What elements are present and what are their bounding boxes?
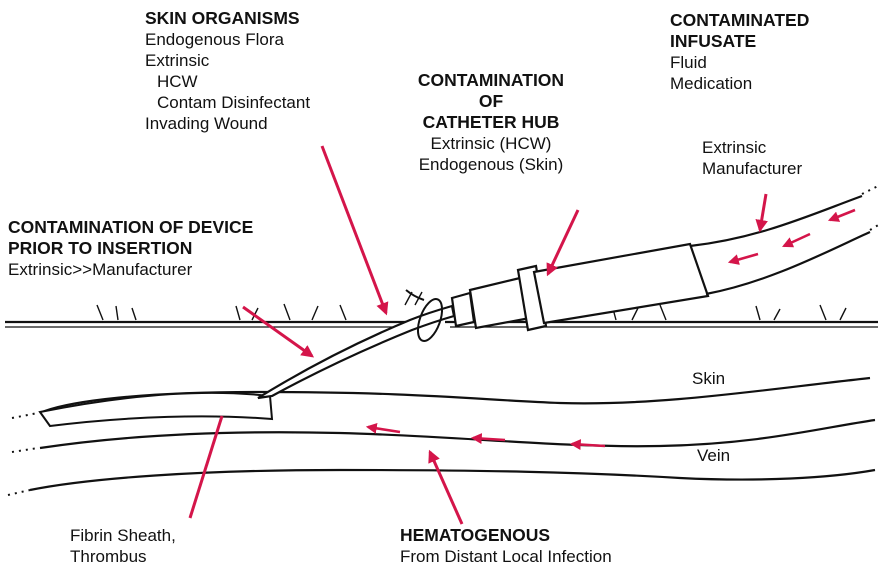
arrow-infusate — [760, 194, 766, 230]
hematogenous-label: HEMATOGENOUS From Distant Local Infectio… — [400, 525, 612, 567]
catheter-hub-heading: OF — [406, 91, 576, 112]
arrow-hematogenous — [430, 452, 462, 524]
infusate-source-line: Extrinsic — [702, 137, 802, 158]
device-contamination-line: Extrinsic>>Manufacturer — [8, 259, 253, 280]
skin-organisms-line: Extrinsic — [145, 50, 310, 71]
catheter-hub-heading: CATHETER HUB — [406, 112, 576, 133]
infusate-line: Medication — [670, 73, 809, 94]
catheter-hub-line: Endogenous (Skin) — [406, 154, 576, 175]
iv-tubing-dashes — [862, 186, 880, 230]
skin-label: Skin — [692, 368, 725, 389]
skin-organisms-line: Invading Wound — [145, 113, 310, 134]
infusate-heading: CONTAMINATED — [670, 10, 809, 31]
fibrin-sheath-label: Fibrin Sheath, Thrombus — [70, 525, 176, 567]
arrow-device — [243, 307, 312, 356]
catheter-hub-label: CONTAMINATION OF CATHETER HUB Extrinsic … — [406, 70, 576, 175]
arrow-skin-organisms — [322, 146, 386, 313]
iv-tubing — [690, 196, 870, 294]
hematogenous-heading: HEMATOGENOUS — [400, 525, 612, 546]
fibrin-sheath-line: Thrombus — [70, 546, 176, 567]
catheter-hub-line: Extrinsic (HCW) — [406, 133, 576, 154]
skin-organisms-line: Endogenous Flora — [145, 29, 310, 50]
catheter-tube — [258, 306, 454, 398]
infusate-source-label: Extrinsic Manufacturer — [702, 137, 802, 179]
skin-surface — [5, 322, 878, 327]
infusate-heading: INFUSATE — [670, 31, 809, 52]
device-contamination-label: CONTAMINATION OF DEVICE PRIOR TO INSERTI… — [8, 217, 253, 280]
skin-organisms-line: Contam Disinfectant — [145, 92, 310, 113]
fibrin-sheath — [40, 393, 272, 426]
device-contamination-heading: PRIOR TO INSERTION — [8, 238, 253, 259]
fibrin-sheath-line: Fibrin Sheath, — [70, 525, 176, 546]
pointer-arrows — [243, 146, 766, 524]
infusate-line: Fluid — [670, 52, 809, 73]
skin-organisms-heading: SKIN ORGANISMS — [145, 8, 310, 29]
catheter-hub-heading: CONTAMINATION — [406, 70, 576, 91]
infusate-source-line: Manufacturer — [702, 158, 802, 179]
catheter-hub — [452, 244, 708, 330]
fibrin-pointer-line — [190, 416, 222, 518]
infusate-label: CONTAMINATED INFUSATE Fluid Medication — [670, 10, 809, 94]
device-contamination-heading: CONTAMINATION OF DEVICE — [8, 217, 253, 238]
skin-organisms-line: HCW — [145, 71, 310, 92]
vein-dashes — [8, 413, 38, 495]
hematogenous-line: From Distant Local Infection — [400, 546, 612, 567]
skin-organisms-label: SKIN ORGANISMS Endogenous Flora Extrinsi… — [145, 8, 310, 134]
vein-label: Vein — [697, 445, 730, 466]
